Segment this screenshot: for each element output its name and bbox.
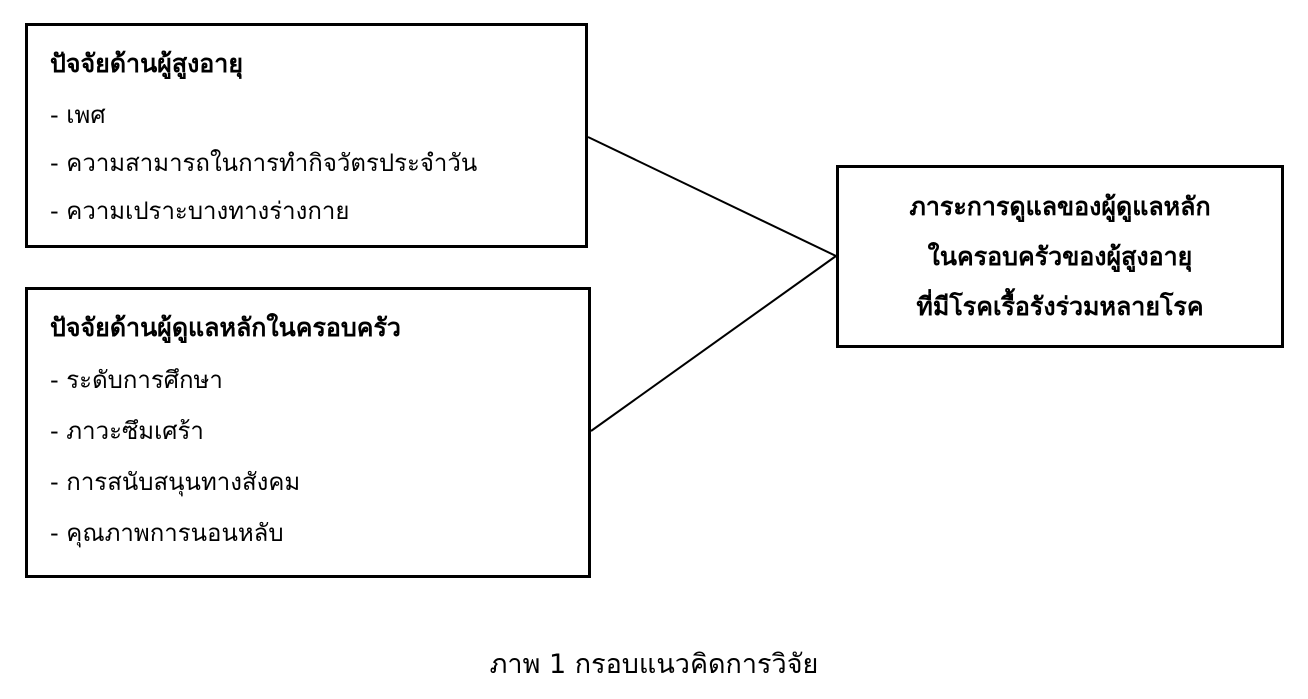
caregiver-factor-depression: - ภาวะซึมเศร้า — [50, 417, 204, 445]
figure-caption: ภาพ 1 กรอบแนวคิดการวิจัย — [489, 649, 819, 680]
caregiver-factors-list: - ระดับการศึกษา - ภาวะซึมเศร้า - การสนับ… — [50, 355, 588, 559]
elderly-factors-title: ปัจจัยด้านผู้สูงอายุ — [50, 49, 243, 78]
caregiver-factor-education: - ระดับการศึกษา — [50, 366, 223, 394]
caregiver-factor-sleep-quality: - คุณภาพการนอนหลับ — [50, 519, 284, 547]
outcome-line-1: ภาระการดูแลของผู้ดูแลหลัก — [909, 191, 1211, 221]
outcome-box: ภาระการดูแลของผู้ดูแลหลัก ในครอบครัวของผ… — [836, 165, 1284, 348]
elderly-factor-frailty: - ความเปราะบางทางร่างกาย — [50, 197, 350, 225]
connector-elderly-to-outcome — [587, 136, 837, 257]
outcome-line-3: ที่มีโรคเรื้อรังร่วมหลายโรค — [916, 291, 1204, 321]
elderly-factor-sex: - เพศ — [50, 101, 106, 129]
caregiver-factors-box: ปัจจัยด้านผู้ดูแลหลักในครอบครัว - ระดับก… — [25, 287, 591, 578]
elderly-factors-box: ปัจจัยด้านผู้สูงอายุ - เพศ - ความสามารถใ… — [25, 23, 588, 248]
caregiver-factor-social-support: - การสนับสนุนทางสังคม — [50, 468, 301, 496]
elderly-factors-list: - เพศ - ความสามารถในการทำกิจวัตรประจำวัน… — [50, 91, 585, 235]
caregiver-factors-title: ปัจจัยด้านผู้ดูแลหลักในครอบครัว — [50, 313, 401, 342]
connector-caregiver-to-outcome — [590, 255, 837, 432]
elderly-factor-daily-activities: - ความสามารถในการทำกิจวัตรประจำวัน — [50, 149, 478, 177]
outcome-line-2: ในครอบครัวของผู้สูงอายุ — [927, 241, 1193, 271]
